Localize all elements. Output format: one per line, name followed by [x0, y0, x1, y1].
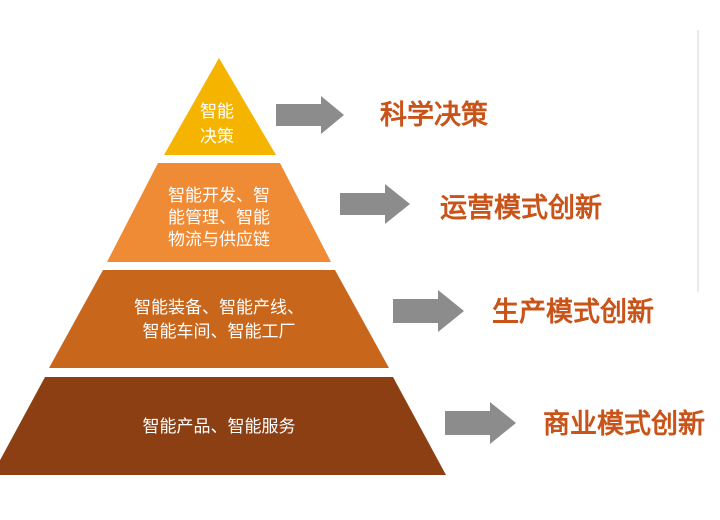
tier-4-label-line-1: 智能产品、智能服务: [143, 417, 296, 437]
tier-1-label-line-1: 智能: [200, 102, 234, 122]
tier-1-shape: [164, 58, 276, 155]
tier-3-label-line-2: 智能车间、智能工厂: [143, 322, 296, 342]
tier-2-label-line-1: 智能开发、智: [168, 186, 270, 206]
tier-1-label-line-2: 决策: [200, 127, 234, 147]
tier-2-shape: [107, 163, 331, 262]
outcome-label-3: 生产模式创新: [492, 296, 654, 328]
tier-4-shape: [0, 377, 446, 475]
tier-3-shape: [49, 270, 389, 368]
outcome-label-1: 科学决策: [380, 99, 489, 131]
tier-2-label-line-3: 物流与供应链: [168, 230, 270, 250]
outcome-label-2: 运营模式创新: [440, 192, 602, 224]
tier-2-label-line-2: 能管理、智能: [168, 208, 270, 228]
outcome-label-4: 商业模式创新: [543, 408, 705, 440]
tier-3-label-line-1: 智能装备、智能产线、: [134, 298, 304, 318]
right-arrow-icon: [340, 184, 410, 224]
right-arrow-icon: [393, 290, 464, 332]
right-arrow-icon: [445, 402, 516, 444]
right-arrow-icon: [276, 96, 344, 134]
